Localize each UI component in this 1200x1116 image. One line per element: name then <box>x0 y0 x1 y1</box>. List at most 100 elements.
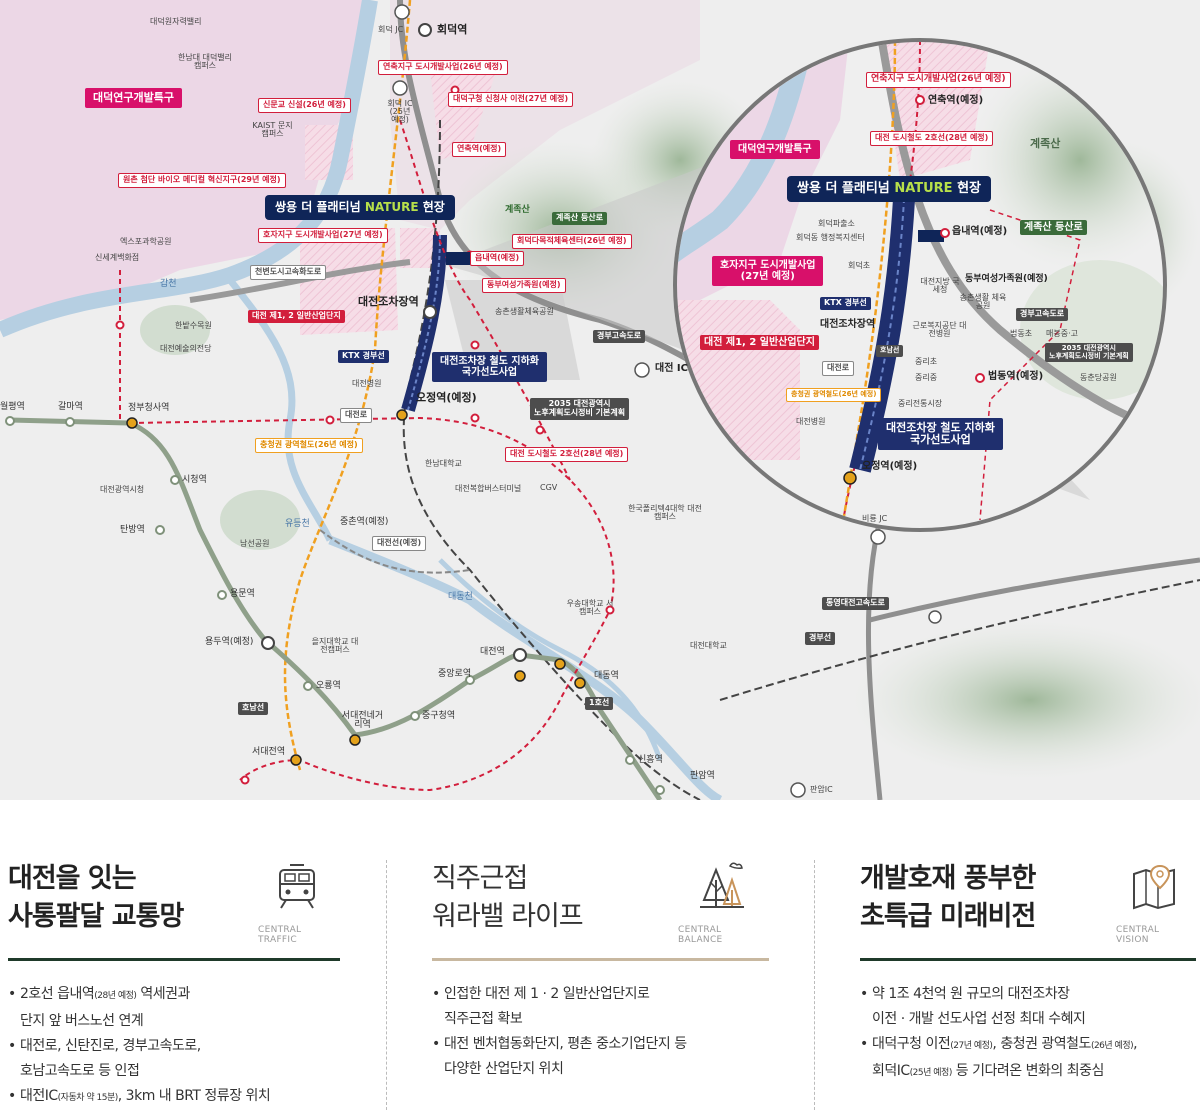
daedeok-office-tag: 대덕구청 신청사 이전(27년 예정) <box>448 92 574 107</box>
subway-line-2 <box>129 416 615 792</box>
station-label: 대전조차장역 <box>358 295 419 308</box>
station-label: 중촌역(예정) <box>340 517 389 527</box>
station-label: 회덕역 <box>437 23 468 36</box>
place-label: 신세계백화점 <box>95 253 140 262</box>
bullet: 이전 · 개발 선도사업 선정 최대 수혜지 <box>872 1011 1086 1027</box>
zoom-chungcheong-tag: 충청권 광역철도(26년 예정) <box>786 388 882 402</box>
station-label: 대전역 <box>480 647 505 657</box>
place-label: CGV <box>540 483 558 492</box>
zoom-place: 매봉중·고 <box>1046 329 1078 338</box>
station-label: 대동역 <box>594 671 619 681</box>
zoom-place: 중리초 <box>915 357 938 366</box>
daejeon-road-tag: 대전로 <box>340 408 373 423</box>
project-site-marker <box>446 252 470 265</box>
ic-label: 대전 IC <box>655 363 688 374</box>
gyejoksan-road-tag: 계족산 등산로 <box>552 212 607 225</box>
zoom-dongbu: 동부여성가족원(예정) <box>965 274 1048 284</box>
zoom-gyeongbu-exp-tag: 경부고속도로 <box>1016 308 1069 321</box>
bullet: 대전로, 신탄진로, 경부고속도로, <box>8 1034 348 1059</box>
station-label: 월평역 <box>0 402 25 412</box>
zoom-yeonchuk-station: 연축역(예정) <box>928 95 984 106</box>
map-background <box>0 0 1200 800</box>
river-label: 대동천 <box>448 592 473 602</box>
river-label: 갑천 <box>160 279 177 289</box>
gyeongbu-line-tag: 경부선 <box>805 632 836 645</box>
hoedeok-sports-tag: 회덕다목적체육센터(26년 예정) <box>512 234 632 249</box>
place-label: 한남대학교 <box>425 459 462 468</box>
place-label: KAIST 문지캠퍼스 <box>252 121 293 138</box>
zoom-place: 송촌생활 체육공원 <box>959 293 1007 310</box>
section-english-label: CENTRAL TRAFFIC <box>258 925 302 945</box>
station-label: 중앙로역 <box>438 669 472 679</box>
place-label: 대전광역시청 <box>100 485 145 494</box>
bullet: 대전 벤처협동화단지, 평촌 중소기업단지 등 <box>432 1032 782 1057</box>
zoom-place: 동춘당공원 <box>1080 373 1117 382</box>
dongbu-family-tag: 동부여성가족원(예정) <box>482 278 566 293</box>
station-label: 중구청역 <box>422 711 456 721</box>
zoom-place: 대전병원 <box>796 417 826 426</box>
bullet: 2호선 읍내역(28년 예정) 역세권과 <box>8 982 348 1009</box>
place-label: 한밭수목원 <box>175 321 212 330</box>
station-label: 용문역 <box>230 589 255 599</box>
line1-tag: 1호선 <box>585 697 614 710</box>
tree-icon <box>700 862 744 908</box>
station-label: 서대전역 <box>252 747 286 757</box>
place-label: 송촌생활체육공원 <box>495 307 554 316</box>
zoom-jochajang-station: 대전조차장역 <box>820 319 876 330</box>
zoom-place: 회덕초 <box>848 261 871 270</box>
bullet: 호남고속도로 등 인접 <box>20 1063 140 1079</box>
gyeongbu-expressway-tag: 경부고속도로 <box>593 330 646 343</box>
zoom-yeonchuk-dev-tag: 연축지구 도시개발사업(26년 예정) <box>866 72 1011 88</box>
mountain-label: 계족산 <box>505 205 530 215</box>
zoom-beopdong-station: 법동역(예정) <box>988 371 1044 382</box>
bullet: 약 1조 4천억 원 규모의 대전조차장 <box>860 982 1200 1007</box>
tongyeong-expressway-tag: 통영대전고속도로 <box>822 597 889 610</box>
place-label: 대전대학교 <box>690 641 727 650</box>
station-label: 탄방역 <box>120 525 145 535</box>
station-label: 시청역 <box>182 475 207 485</box>
bullet: 단지 앞 버스노선 연계 <box>20 1013 144 1029</box>
section-rule <box>8 958 340 961</box>
daejeon-line-tag: 대전선(예정) <box>372 536 427 551</box>
station-label: 오룡역 <box>316 681 341 691</box>
place-label: 우송대학교 서캠퍼스 <box>566 599 614 616</box>
bullet: 대덕구청 이전(27년 예정), 충청권 광역철도(26년 예정), <box>860 1032 1200 1059</box>
industrial-complex-tag: 대전 제1, 2 일반산업단지 <box>248 310 345 323</box>
cheonbyeon-road-tag: 천변도시고속화도로 <box>250 265 327 280</box>
project-site-label: 쌍용 더 플래티넘 NATURE 현장 <box>265 195 455 221</box>
section-bullets: 인접한 대전 제 1 · 2 일반산업단지로 직주근접 확보 대전 벤처협동화단… <box>432 982 782 1082</box>
section-english-label: CENTRAL BALANCE <box>678 925 723 945</box>
daedeok-district-label: 대덕연구개발특구 <box>85 88 182 109</box>
zoom-gyejoksan-label: 계족산 <box>1030 137 1061 150</box>
zoom-place: 회덕동 행정복지센터 <box>796 233 865 242</box>
zoom-gyejok-road-tag: 계족산 등산로 <box>1020 220 1087 235</box>
sinmungyo-tag: 신문교 신설(26년 예정) <box>258 98 351 113</box>
bullet: 다양한 산업단지 위치 <box>444 1061 564 1077</box>
station-label: 판암역 <box>690 771 715 781</box>
place-label: 대전예술의전당 <box>160 344 212 353</box>
place-label: 엑스포과학공원 <box>120 237 172 246</box>
zoom-hoja-dev-tag: 호자지구 도시개발사업(27년 예정) <box>712 256 824 286</box>
bullet: 회덕IC(25년 예정) 등 기다려온 변화의 최중심 <box>872 1063 1104 1079</box>
eupnae-station-tag: 읍내역(예정) <box>470 251 525 266</box>
zoom-place: 중리전통시장 <box>898 399 943 408</box>
yeonchuk-station-tag: 연축역(예정) <box>452 142 507 157</box>
ic-label: 회덕 IC (25년 예정) <box>387 99 413 124</box>
zoom-ktx-tag: KTX 경부선 <box>820 297 871 310</box>
station-label: 용두역(예정) <box>205 637 254 647</box>
ic-label: 비룡 JC <box>862 514 888 523</box>
zoom-industrial-tag: 대전 제1, 2 일반산업단지 <box>700 335 819 350</box>
train-icon <box>279 864 315 909</box>
place-label: 한남대 대덕밸리 캠퍼스 <box>177 53 233 70</box>
station-label: 오정역(예정) <box>416 391 477 404</box>
place-label: 한국폴리텍4대학 대전캠퍼스 <box>628 504 702 521</box>
station-label: 신흥역 <box>638 755 663 765</box>
yeonchuk-dev-tag: 연축지구 도시개발사업(26년 예정) <box>378 60 508 75</box>
section-english-label: CENTRAL VISION <box>1116 925 1160 945</box>
